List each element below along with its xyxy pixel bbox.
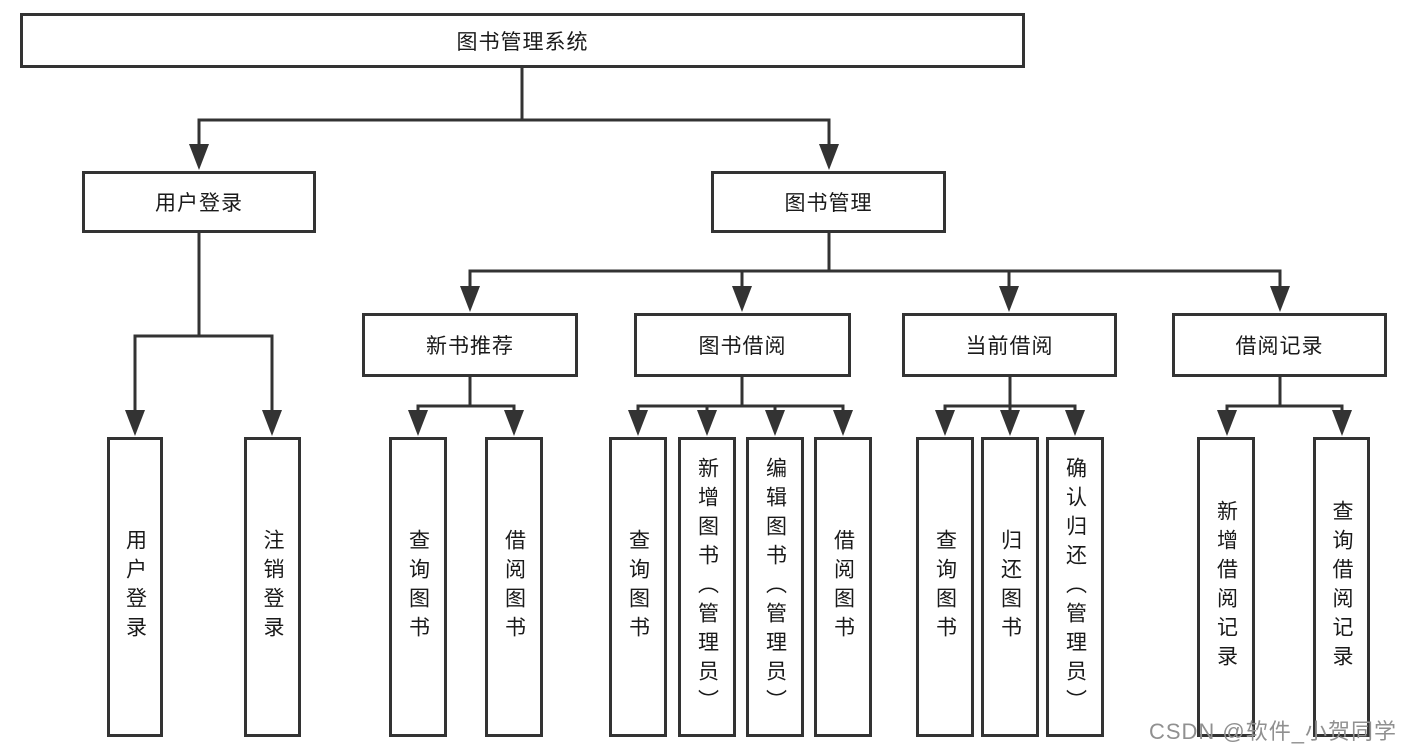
leaf-query-borrow-record-label: 查询借阅记录: [1330, 500, 1353, 674]
leaf-add-books-admin: 新增图书（管理员）: [678, 437, 736, 737]
leaf-add-borrow-record: 新增借阅记录: [1197, 437, 1255, 737]
leaf-edit-books-admin-label: 编辑图书（管理员）: [763, 456, 787, 718]
leaf-logout-login: 注销登录: [244, 437, 301, 737]
leaf-query-books-borrow: 查询图书: [609, 437, 667, 737]
connector-book-management-children: [460, 231, 1290, 312]
node-book-borrow: 图书借阅: [634, 313, 851, 377]
connector-current-borrow-children: [935, 375, 1085, 436]
leaf-query-books-recommend: 查询图书: [389, 437, 447, 737]
node-root-label: 图书管理系统: [456, 30, 589, 54]
connector-book-borrow-children: [628, 375, 853, 436]
node-book-borrow-label: 图书借阅: [698, 335, 787, 358]
node-book-management: 图书管理: [711, 171, 946, 233]
leaf-confirm-return-admin-label: 确认归还（管理员）: [1063, 456, 1087, 718]
leaf-borrow-books-recommend-label: 借阅图书: [502, 529, 526, 645]
leaf-borrow-books-label: 借阅图书: [831, 529, 855, 645]
leaf-return-books-label: 归还图书: [998, 529, 1022, 645]
node-borrow-records-label: 借阅记录: [1235, 335, 1324, 358]
leaf-logout-login-label: 注销登录: [261, 529, 284, 645]
connector-user-login-children: [125, 231, 282, 436]
node-user-login: 用户登录: [82, 171, 316, 233]
leaf-return-books: 归还图书: [981, 437, 1039, 737]
leaf-query-books-recommend-label: 查询图书: [406, 529, 430, 645]
leaf-user-login: 用户登录: [107, 437, 163, 737]
leaf-query-books-borrow-label: 查询图书: [626, 529, 650, 645]
leaf-borrow-books-recommend: 借阅图书: [485, 437, 543, 737]
leaf-confirm-return-admin: 确认归还（管理员）: [1046, 437, 1104, 737]
leaf-query-borrow-record: 查询借阅记录: [1313, 437, 1370, 737]
leaf-add-books-admin-label: 新增图书（管理员）: [695, 456, 719, 718]
leaf-user-login-label: 用户登录: [123, 529, 147, 645]
connector-root-to-level2: [189, 66, 839, 170]
node-current-borrow-label: 当前借阅: [965, 335, 1054, 358]
node-borrow-records: 借阅记录: [1172, 313, 1387, 377]
leaf-query-books-current: 查询图书: [916, 437, 974, 737]
leaf-query-books-current-label: 查询图书: [933, 529, 957, 645]
csdn-watermark: CSDN @软件_小贺同学: [1148, 719, 1397, 744]
connector-borrow-records-children: [1217, 375, 1352, 436]
node-root: 图书管理系统: [20, 13, 1025, 68]
leaf-borrow-books: 借阅图书: [814, 437, 872, 737]
connector-new-book-recommend-children: [408, 375, 524, 436]
node-book-management-label: 图书管理: [784, 192, 873, 215]
node-new-book-recommend: 新书推荐: [362, 313, 578, 377]
node-user-login-label: 用户登录: [155, 192, 243, 215]
node-current-borrow: 当前借阅: [902, 313, 1117, 377]
leaf-add-borrow-record-label: 新增借阅记录: [1214, 500, 1238, 674]
leaf-edit-books-admin: 编辑图书（管理员）: [746, 437, 804, 737]
node-new-book-recommend-label: 新书推荐: [426, 335, 514, 358]
